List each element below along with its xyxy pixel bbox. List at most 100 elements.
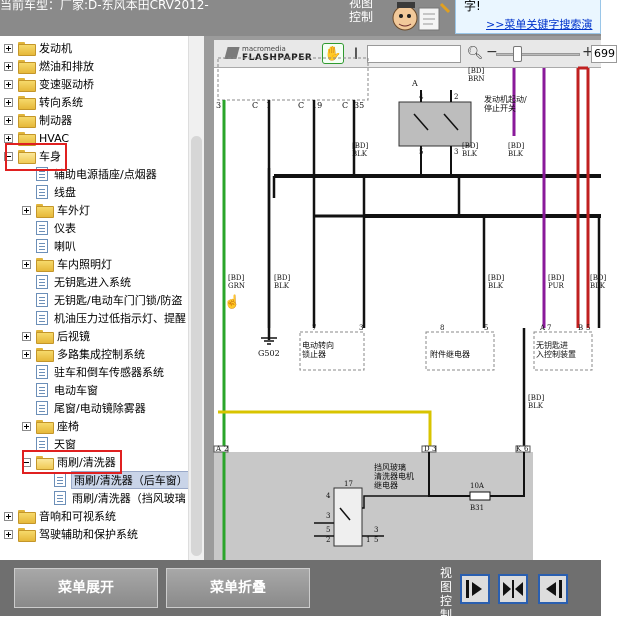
tree-item[interactable]: 尾窗/电动镜除雾器	[36, 399, 146, 417]
pin-number: 8	[440, 324, 444, 332]
tree-item-label: 线盘	[54, 186, 76, 199]
tree-item[interactable]: 车内照明灯	[22, 255, 112, 273]
expand-plus-icon[interactable]	[4, 133, 13, 143]
search-tutorial-link[interactable]: >>菜单关键字搜索演	[486, 18, 593, 31]
find-input[interactable]	[367, 45, 461, 63]
tree-item-label: 后视镜	[57, 330, 90, 343]
expand-plus-icon[interactable]	[4, 529, 13, 539]
next-page-button[interactable]	[460, 574, 490, 604]
tree-item[interactable]: 车身	[4, 147, 61, 165]
search-icon[interactable]: 🔍︎	[466, 46, 484, 61]
fit-view-button[interactable]	[498, 574, 528, 604]
document-icon	[54, 491, 66, 505]
pin-label: 2	[224, 445, 228, 453]
relay-label: 继电器	[374, 480, 398, 490]
pin-label: A	[215, 445, 222, 453]
tree-item[interactable]: 驻车和倒车传感器系统	[36, 363, 164, 381]
pin-number: 3	[359, 324, 363, 332]
svg-text:5: 5	[419, 148, 423, 156]
text-select-icon[interactable]: I	[353, 44, 359, 63]
expand-plus-icon[interactable]	[4, 79, 13, 89]
wire-label: [BD]	[548, 274, 564, 282]
tree-item[interactable]: 发动机	[4, 39, 72, 57]
zoom-value-field[interactable]: 699	[591, 45, 617, 63]
tree-item[interactable]: 雨刷/清洗器（挡风玻璃	[54, 489, 186, 507]
svg-text:2: 2	[454, 93, 458, 101]
tree-item[interactable]: 线盘	[36, 183, 76, 201]
expand-plus-icon[interactable]	[22, 349, 31, 359]
wire-label: [BD]	[528, 394, 544, 402]
pin-label: 19	[312, 101, 322, 110]
tree-item[interactable]: 无钥匙进入系统	[36, 273, 131, 291]
ground-label: G502	[258, 349, 280, 358]
collapse-menu-button[interactable]: 菜单折叠	[166, 568, 310, 608]
wire-label: [BD]	[352, 142, 368, 150]
mascot-icon	[392, 2, 451, 31]
collapse-minus-icon[interactable]	[4, 151, 13, 161]
document-icon	[36, 221, 48, 235]
switch-label: 发动机起动/	[484, 94, 527, 104]
tree-item[interactable]: 雨刷/清洗器	[22, 453, 116, 471]
tree-item[interactable]: 座椅	[22, 417, 79, 435]
expand-plus-icon[interactable]	[22, 205, 31, 215]
tree-scroll-thumb[interactable]	[191, 136, 202, 556]
tree-item-label: 雨刷/清洗器（挡风玻璃	[72, 492, 186, 505]
expand-plus-icon[interactable]	[22, 331, 31, 341]
pin-number: 3	[374, 526, 378, 534]
tree-scrollbar[interactable]	[188, 36, 204, 560]
document-icon	[36, 293, 48, 307]
expand-plus-icon[interactable]	[4, 115, 13, 125]
zoom-in-icon[interactable]: +	[582, 44, 594, 60]
tree-item[interactable]: 无钥匙/电动车门门锁/防盗	[36, 291, 182, 309]
expand-plus-icon[interactable]	[22, 421, 31, 431]
pin-number: A	[539, 324, 546, 332]
tree-item-label: 雨刷/清洗器	[57, 456, 116, 469]
zoom-out-icon[interactable]: −	[486, 44, 498, 60]
tree-item-label: 驻车和倒车传感器系统	[54, 366, 164, 379]
tree-item-label: 无钥匙进入系统	[54, 276, 131, 289]
tree-item[interactable]: 喇叭	[36, 237, 76, 255]
expand-plus-icon[interactable]	[22, 259, 31, 269]
tree-item[interactable]: 雨刷/清洗器（后车窗）	[54, 471, 191, 489]
expand-plus-icon[interactable]	[4, 61, 13, 71]
folder-icon	[18, 528, 36, 542]
pin-label: 6	[524, 445, 529, 453]
tree-item[interactable]: 制动器	[4, 111, 72, 129]
switch-label: 停止开关	[484, 103, 516, 113]
tree-item-label: 车身	[39, 150, 61, 163]
tree-item-label: 燃油和排放	[39, 60, 94, 73]
tree-item[interactable]: 机油压力过低指示灯、提醒	[36, 309, 186, 327]
document-icon	[36, 239, 48, 253]
wiring-diagram-canvas[interactable]: 3C1C19C35	[213, 57, 606, 560]
fuse-name: B31	[470, 504, 484, 512]
pin-number: 4	[326, 492, 331, 500]
pan-tool-hand-icon[interactable]: ✋	[322, 43, 344, 64]
pin-label: C	[342, 101, 348, 110]
tree-item[interactable]: 转向系统	[4, 93, 83, 111]
expand-menu-button[interactable]: 菜单展开	[14, 568, 158, 608]
pin-label: 3	[216, 101, 221, 110]
expand-plus-icon[interactable]	[4, 511, 13, 521]
tree-item[interactable]: 音响和可视系统	[4, 507, 116, 525]
tree-item[interactable]: 变速驱动桥	[4, 75, 94, 93]
zoom-slider-thumb[interactable]	[513, 46, 522, 62]
prev-page-button[interactable]	[538, 574, 568, 604]
tree-item[interactable]: 车外灯	[22, 201, 90, 219]
tree-item[interactable]: 驾驶辅助和保护系统	[4, 525, 138, 543]
hint-text: 字!	[464, 0, 481, 13]
expand-plus-icon[interactable]	[4, 97, 13, 107]
tree-item[interactable]: 燃油和排放	[4, 57, 94, 75]
tree-item[interactable]: 电动车窗	[36, 381, 98, 399]
search-hint-box: 字! >>菜单关键字搜索演	[455, 0, 601, 34]
tree-item[interactable]: 天窗	[36, 435, 76, 453]
highlight-body-box	[5, 143, 67, 171]
device-label: 无钥匙进	[536, 340, 568, 350]
tree-item-label: 辅助电源插座/点烟器	[54, 168, 157, 181]
zoom-slider[interactable]	[496, 53, 580, 56]
tree-item-label: 音响和可视系统	[39, 510, 116, 523]
tree-item[interactable]: 后视镜	[22, 327, 90, 345]
expand-plus-icon[interactable]	[4, 43, 13, 53]
tree-item[interactable]: 仪表	[36, 219, 76, 237]
tree-item[interactable]: 多路集成控制系统	[22, 345, 145, 363]
tree-item-label: 无钥匙/电动车门门锁/防盗	[54, 294, 183, 307]
